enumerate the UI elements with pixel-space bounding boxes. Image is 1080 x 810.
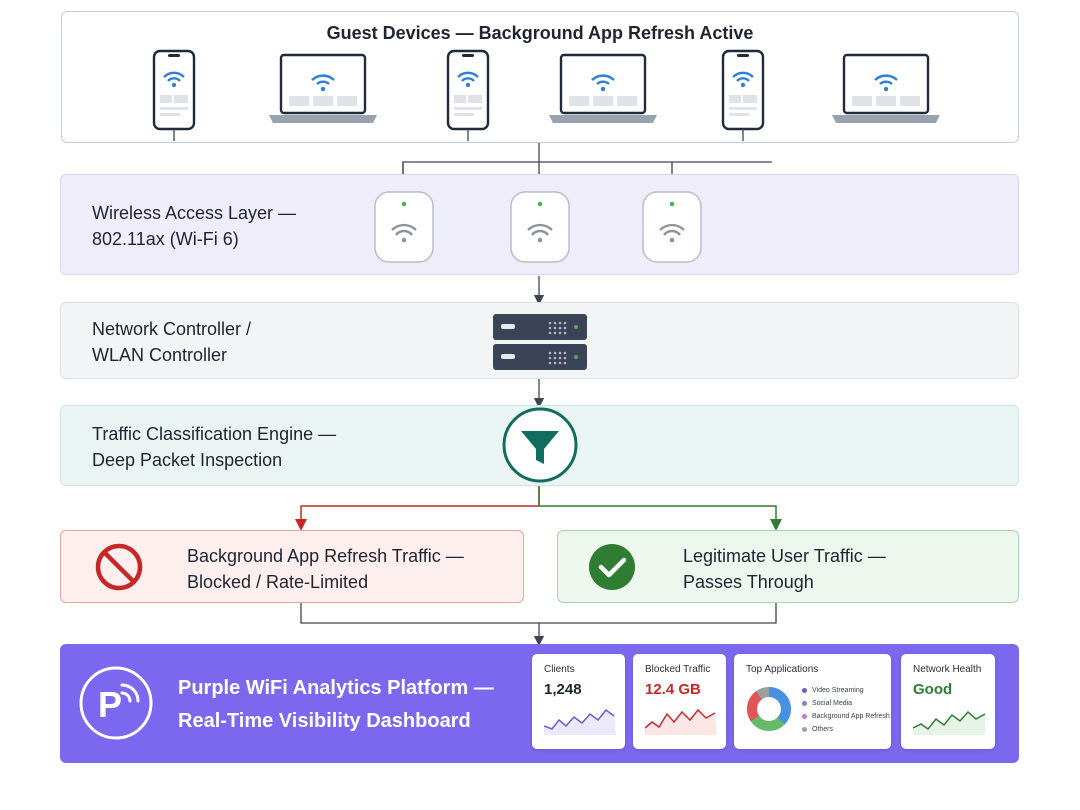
phone-icon — [152, 49, 196, 141]
wireless-access-layer: Wireless Access Layer — 802.11ax (Wi-Fi … — [60, 174, 1019, 275]
blocked-traffic-panel: Background App Refresh Traffic — Blocked… — [60, 530, 524, 603]
blocked-traffic-status: Blocked / Rate-Limited — [187, 572, 369, 592]
network-health-value: Good — [913, 681, 953, 698]
phone-icon — [721, 49, 765, 141]
traffic-classification-layer: Traffic Classification Engine — Deep Pac… — [60, 405, 1019, 486]
laptop-icon — [269, 53, 377, 123]
legend-item: Background App Refresh — [802, 710, 890, 723]
blocked-traffic-title: Background App Refresh Traffic — — [187, 546, 464, 566]
network-controller-layer: Network Controller / WLAN Controller — [60, 302, 1019, 379]
purple-logo-letter: P — [98, 684, 122, 725]
clients-card[interactable]: Clients 1,248 — [532, 654, 625, 749]
network-health-sparkline — [913, 710, 985, 735]
classification-layer-subtitle: Deep Packet Inspection — [92, 450, 283, 470]
clients-label: Clients — [544, 664, 575, 675]
blocked-icon — [95, 543, 143, 591]
controller-layer-title: Network Controller / — [92, 319, 252, 339]
legend-item: Video Streaming — [802, 684, 890, 697]
top-applications-label: Top Applications — [746, 664, 819, 675]
clients-value: 1,248 — [544, 681, 582, 698]
guest-devices-panel: Guest Devices — Background App Refresh A… — [61, 11, 1019, 143]
blocked-traffic-label: Blocked Traffic — [645, 664, 711, 675]
wireless-layer-subtitle: 802.11ax (Wi-Fi 6) — [92, 229, 239, 249]
laptop-icon — [549, 53, 657, 123]
funnel-icon — [502, 407, 578, 483]
network-health-label: Network Health — [913, 664, 982, 675]
network-health-card[interactable]: Network Health Good — [901, 654, 995, 749]
access-point-icon — [374, 191, 434, 263]
legend-item: Social Media — [802, 697, 890, 710]
legitimate-traffic-title: Legitimate User Traffic — — [683, 546, 886, 566]
top-applications-card[interactable]: Top Applications Video Streaming Social … — [734, 654, 891, 749]
access-point-icon — [642, 191, 702, 263]
purple-logo-icon: P — [79, 666, 153, 740]
platform-title: Purple WiFi Analytics Platform — — [178, 677, 494, 699]
platform-subtitle: Real-Time Visibility Dashboard — [178, 710, 471, 732]
legend-item: Others — [802, 723, 890, 736]
blocked-traffic-value: 12.4 GB — [645, 681, 701, 698]
phone-icon — [446, 49, 490, 141]
blocked-traffic-sparkline — [645, 708, 717, 735]
controller-layer-subtitle: WLAN Controller — [92, 345, 228, 365]
classification-layer-title: Traffic Classification Engine — — [92, 424, 337, 444]
top-applications-donut — [747, 687, 791, 731]
wireless-layer-title: Wireless Access Layer — — [92, 203, 297, 223]
legitimate-traffic-status: Passes Through — [683, 572, 814, 592]
clients-sparkline — [544, 708, 616, 735]
legitimate-traffic-panel: Legitimate User Traffic — Passes Through — [557, 530, 1019, 603]
check-icon — [589, 544, 635, 590]
guest-devices-title: Guest Devices — Background App Refresh A… — [326, 23, 754, 43]
access-point-icon — [510, 191, 570, 263]
server-icon — [493, 314, 587, 370]
laptop-icon — [832, 53, 940, 123]
blocked-traffic-card[interactable]: Blocked Traffic 12.4 GB — [633, 654, 726, 749]
